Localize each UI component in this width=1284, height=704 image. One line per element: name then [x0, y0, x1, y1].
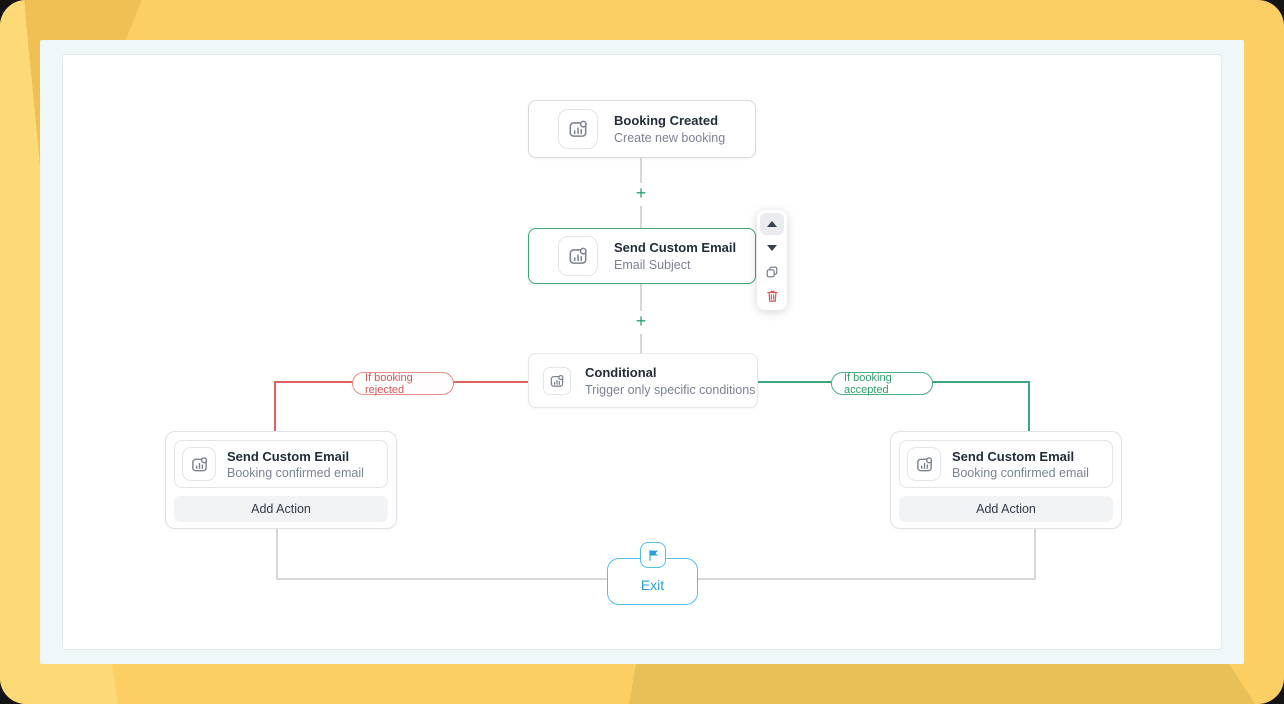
chart-icon: [907, 447, 941, 481]
delete-icon[interactable]: [760, 285, 784, 307]
chart-icon: [182, 447, 216, 481]
node-title: Send Custom Email: [227, 448, 350, 464]
move-up-icon[interactable]: [760, 213, 784, 235]
conditional-node[interactable]: Conditional Trigger only specific condit…: [528, 353, 758, 408]
chart-icon: [558, 109, 598, 149]
node-text: Send Custom Email Booking confirmed emai…: [227, 449, 364, 480]
node-title: Conditional: [585, 364, 657, 380]
branch-label-accepted: If booking accepted: [831, 372, 933, 396]
add-action-button[interactable]: Add Action: [174, 496, 388, 522]
plus-icon[interactable]: +: [635, 183, 647, 203]
action-group-rejected: Send Custom Email Booking confirmed emai…: [165, 431, 397, 529]
connector: [640, 157, 642, 183]
connector: [640, 206, 642, 229]
connector: [698, 578, 1036, 580]
node-toolbar: [757, 210, 787, 310]
exit-label: Exit: [640, 576, 665, 593]
chart-icon: [543, 366, 571, 395]
node-text: Booking Created Create new booking: [614, 113, 725, 145]
branch-line-accepted: [1028, 381, 1030, 431]
trigger-node-booking-created[interactable]: Booking Created Create new booking: [528, 100, 756, 158]
move-down-icon[interactable]: [760, 237, 784, 259]
node-subtitle: Booking confirmed email: [952, 465, 1089, 480]
plus-icon[interactable]: +: [635, 311, 647, 331]
node-subtitle: Trigger only specific conditions: [585, 382, 756, 397]
duplicate-icon[interactable]: [760, 261, 784, 283]
action-node-send-custom-email[interactable]: Send Custom Email Email Subject: [528, 228, 756, 284]
connector: [640, 334, 642, 353]
node-subtitle: Email Subject: [614, 258, 691, 272]
node-subtitle: Booking confirmed email: [227, 465, 364, 480]
flag-icon: [640, 542, 666, 568]
connector: [276, 529, 278, 579]
node-text: Conditional Trigger only specific condit…: [585, 365, 755, 397]
node-subtitle: Create new booking: [614, 131, 726, 145]
action-node-send-custom-email[interactable]: Send Custom Email Booking confirmed emai…: [174, 440, 388, 488]
node-title: Send Custom Email: [614, 240, 737, 255]
connector: [276, 578, 607, 580]
action-group-accepted: Send Custom Email Booking confirmed emai…: [890, 431, 1122, 529]
chart-icon: [558, 236, 598, 276]
connector: [1034, 529, 1036, 579]
branch-label-rejected: If booking rejected: [352, 372, 454, 396]
node-text: Send Custom Email Email Subject: [614, 240, 736, 272]
branch-line-rejected: [274, 381, 276, 431]
node-title: Send Custom Email: [952, 448, 1075, 464]
add-action-button[interactable]: Add Action: [899, 496, 1113, 522]
node-title: Booking Created: [614, 113, 719, 128]
connector: [640, 283, 642, 311]
node-text: Send Custom Email Booking confirmed emai…: [952, 449, 1089, 480]
action-node-send-custom-email[interactable]: Send Custom Email Booking confirmed emai…: [899, 440, 1113, 488]
